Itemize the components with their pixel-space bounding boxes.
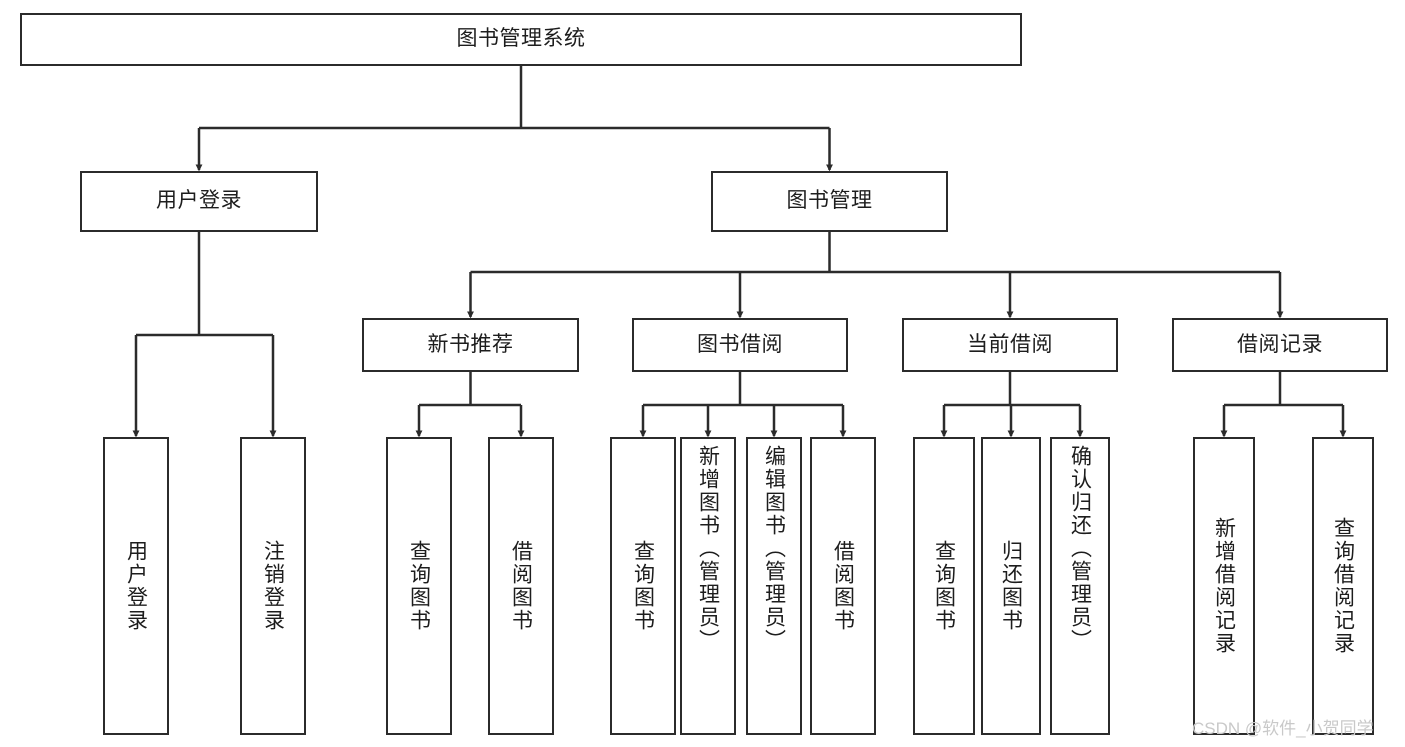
node-label: 查询图书 (631, 540, 655, 632)
node-leaf-login-2[interactable]: 注销登录 (240, 437, 306, 735)
node-label: 归还图书 (999, 540, 1023, 632)
node-records[interactable]: 借阅记录 (1172, 318, 1388, 372)
node-label: 借阅图书 (509, 540, 533, 632)
node-label: 图书管理 (786, 189, 873, 213)
node-label: 编辑图书（管理员） (762, 445, 786, 652)
node-label: 借阅记录 (1237, 332, 1323, 356)
node-leaf-borrow-4[interactable]: 借阅图书 (810, 437, 876, 735)
node-leaf-cur-2[interactable]: 归还图书 (981, 437, 1041, 735)
node-label: 新增借阅记录 (1212, 517, 1236, 655)
node-label: 查询借阅记录 (1331, 517, 1355, 655)
node-label: 当前借阅 (967, 332, 1053, 356)
node-label: 注销登录 (261, 540, 285, 632)
node-leaf-borrow-1[interactable]: 查询图书 (610, 437, 676, 735)
node-leaf-rec-1[interactable]: 新增借阅记录 (1193, 437, 1255, 735)
node-leaf-rec-2[interactable]: 查询借阅记录 (1312, 437, 1374, 735)
node-label: 查询图书 (407, 540, 431, 632)
node-leaf-borrow-3[interactable]: 编辑图书（管理员） (746, 437, 802, 735)
node-leaf-login-1[interactable]: 用户登录 (103, 437, 169, 735)
node-leaf-new-2[interactable]: 借阅图书 (488, 437, 554, 735)
node-login[interactable]: 用户登录 (80, 171, 318, 232)
node-label: 新增图书（管理员） (696, 445, 720, 652)
node-label: 用户登录 (124, 540, 148, 632)
node-label: 借阅图书 (831, 540, 855, 632)
node-bookmgmt[interactable]: 图书管理 (711, 171, 948, 232)
node-newbook[interactable]: 新书推荐 (362, 318, 579, 372)
node-leaf-cur-3[interactable]: 确认归还（管理员） (1050, 437, 1110, 735)
node-label: 图书管理系统 (456, 27, 586, 51)
csdn-watermark: CSDN @软件_小贺同学 (1192, 719, 1374, 738)
node-borrow[interactable]: 图书借阅 (632, 318, 848, 372)
node-current[interactable]: 当前借阅 (902, 318, 1118, 372)
node-root[interactable]: 图书管理系统 (20, 13, 1022, 66)
node-leaf-borrow-2[interactable]: 新增图书（管理员） (680, 437, 736, 735)
node-label: 查询图书 (932, 540, 956, 632)
node-leaf-new-1[interactable]: 查询图书 (386, 437, 452, 735)
node-leaf-cur-1[interactable]: 查询图书 (913, 437, 975, 735)
node-label: 新书推荐 (427, 332, 514, 356)
node-label: 用户登录 (156, 189, 242, 213)
node-label: 确认归还（管理员） (1068, 445, 1092, 652)
node-label: 图书借阅 (697, 332, 783, 356)
